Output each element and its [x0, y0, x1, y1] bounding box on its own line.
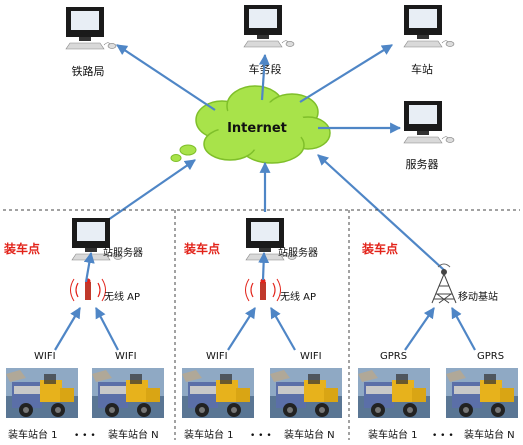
zone-title: 装车点	[361, 241, 398, 256]
terminal-left-label: 装车站台 1	[8, 428, 58, 441]
server-label: 服务器	[406, 158, 439, 171]
access-point-label: 移动基站	[458, 290, 498, 303]
zone-2: 装车点 站服务器 无线 AP WIFI WIFI 装车站台 1 • • • 装车…	[182, 217, 342, 441]
zone-1: 装车点 站服务器 无线 AP WIFI WIFI 装车站台 1 • • • 装车…	[3, 217, 164, 441]
link-left-label: WIFI	[206, 351, 228, 362]
link-right-label: WIFI	[115, 351, 137, 362]
terminal-right-label: 装车站台 N	[464, 428, 515, 441]
ellipsis: • • •	[74, 431, 96, 441]
zone-3: 装车点 移动基站 GPRS GPRS 装车站台 1 • • • 装车站台 N	[358, 241, 518, 441]
vehicle-section-computer-icon	[243, 4, 295, 48]
link-left-label: WIFI	[34, 351, 56, 362]
station-computer-icon	[403, 4, 455, 48]
zone-boundaries	[3, 209, 520, 440]
ellipsis: • • •	[432, 431, 454, 441]
access-point-label: 无线 AP	[104, 290, 140, 303]
loading-dock-1-image	[6, 368, 78, 418]
link-left-label: GPRS	[380, 351, 407, 362]
mobile-base-station-icon	[431, 263, 457, 304]
access-point-label: 无线 AP	[280, 290, 316, 303]
internet-cloud: Internet	[170, 85, 331, 164]
zone-title: 装车点	[183, 241, 220, 256]
wireless-ap-icon	[70, 278, 106, 302]
terminal-right-label: 装车站台 N	[284, 428, 335, 441]
terminal-left-label: 装车站台 1	[184, 428, 234, 441]
loading-dock-n-image	[446, 368, 518, 418]
server-computer-icon	[403, 100, 455, 144]
terminal-left-label: 装车站台 1	[368, 428, 418, 441]
zone-title: 装车点	[3, 241, 40, 256]
loading-dock-n-image	[270, 368, 342, 418]
loading-dock-1-image	[358, 368, 430, 418]
link-right-label: GPRS	[477, 351, 504, 362]
station-server-label: 站服务器	[103, 246, 143, 259]
wireless-ap-icon	[245, 278, 281, 302]
ellipsis: • • •	[250, 431, 272, 441]
link-right-label: WIFI	[300, 351, 322, 362]
uplink-arrows	[104, 44, 445, 271]
loading-dock-1-image	[182, 368, 254, 418]
railway-bureau-computer-icon	[65, 6, 117, 50]
station-label: 车站	[411, 62, 433, 76]
station-server-label: 站服务器	[278, 246, 318, 259]
loading-dock-n-image	[92, 368, 164, 418]
terminal-right-label: 装车站台 N	[108, 428, 159, 441]
railway-bureau-label: 铁路局	[72, 65, 105, 78]
internet-label: Internet	[227, 121, 287, 136]
